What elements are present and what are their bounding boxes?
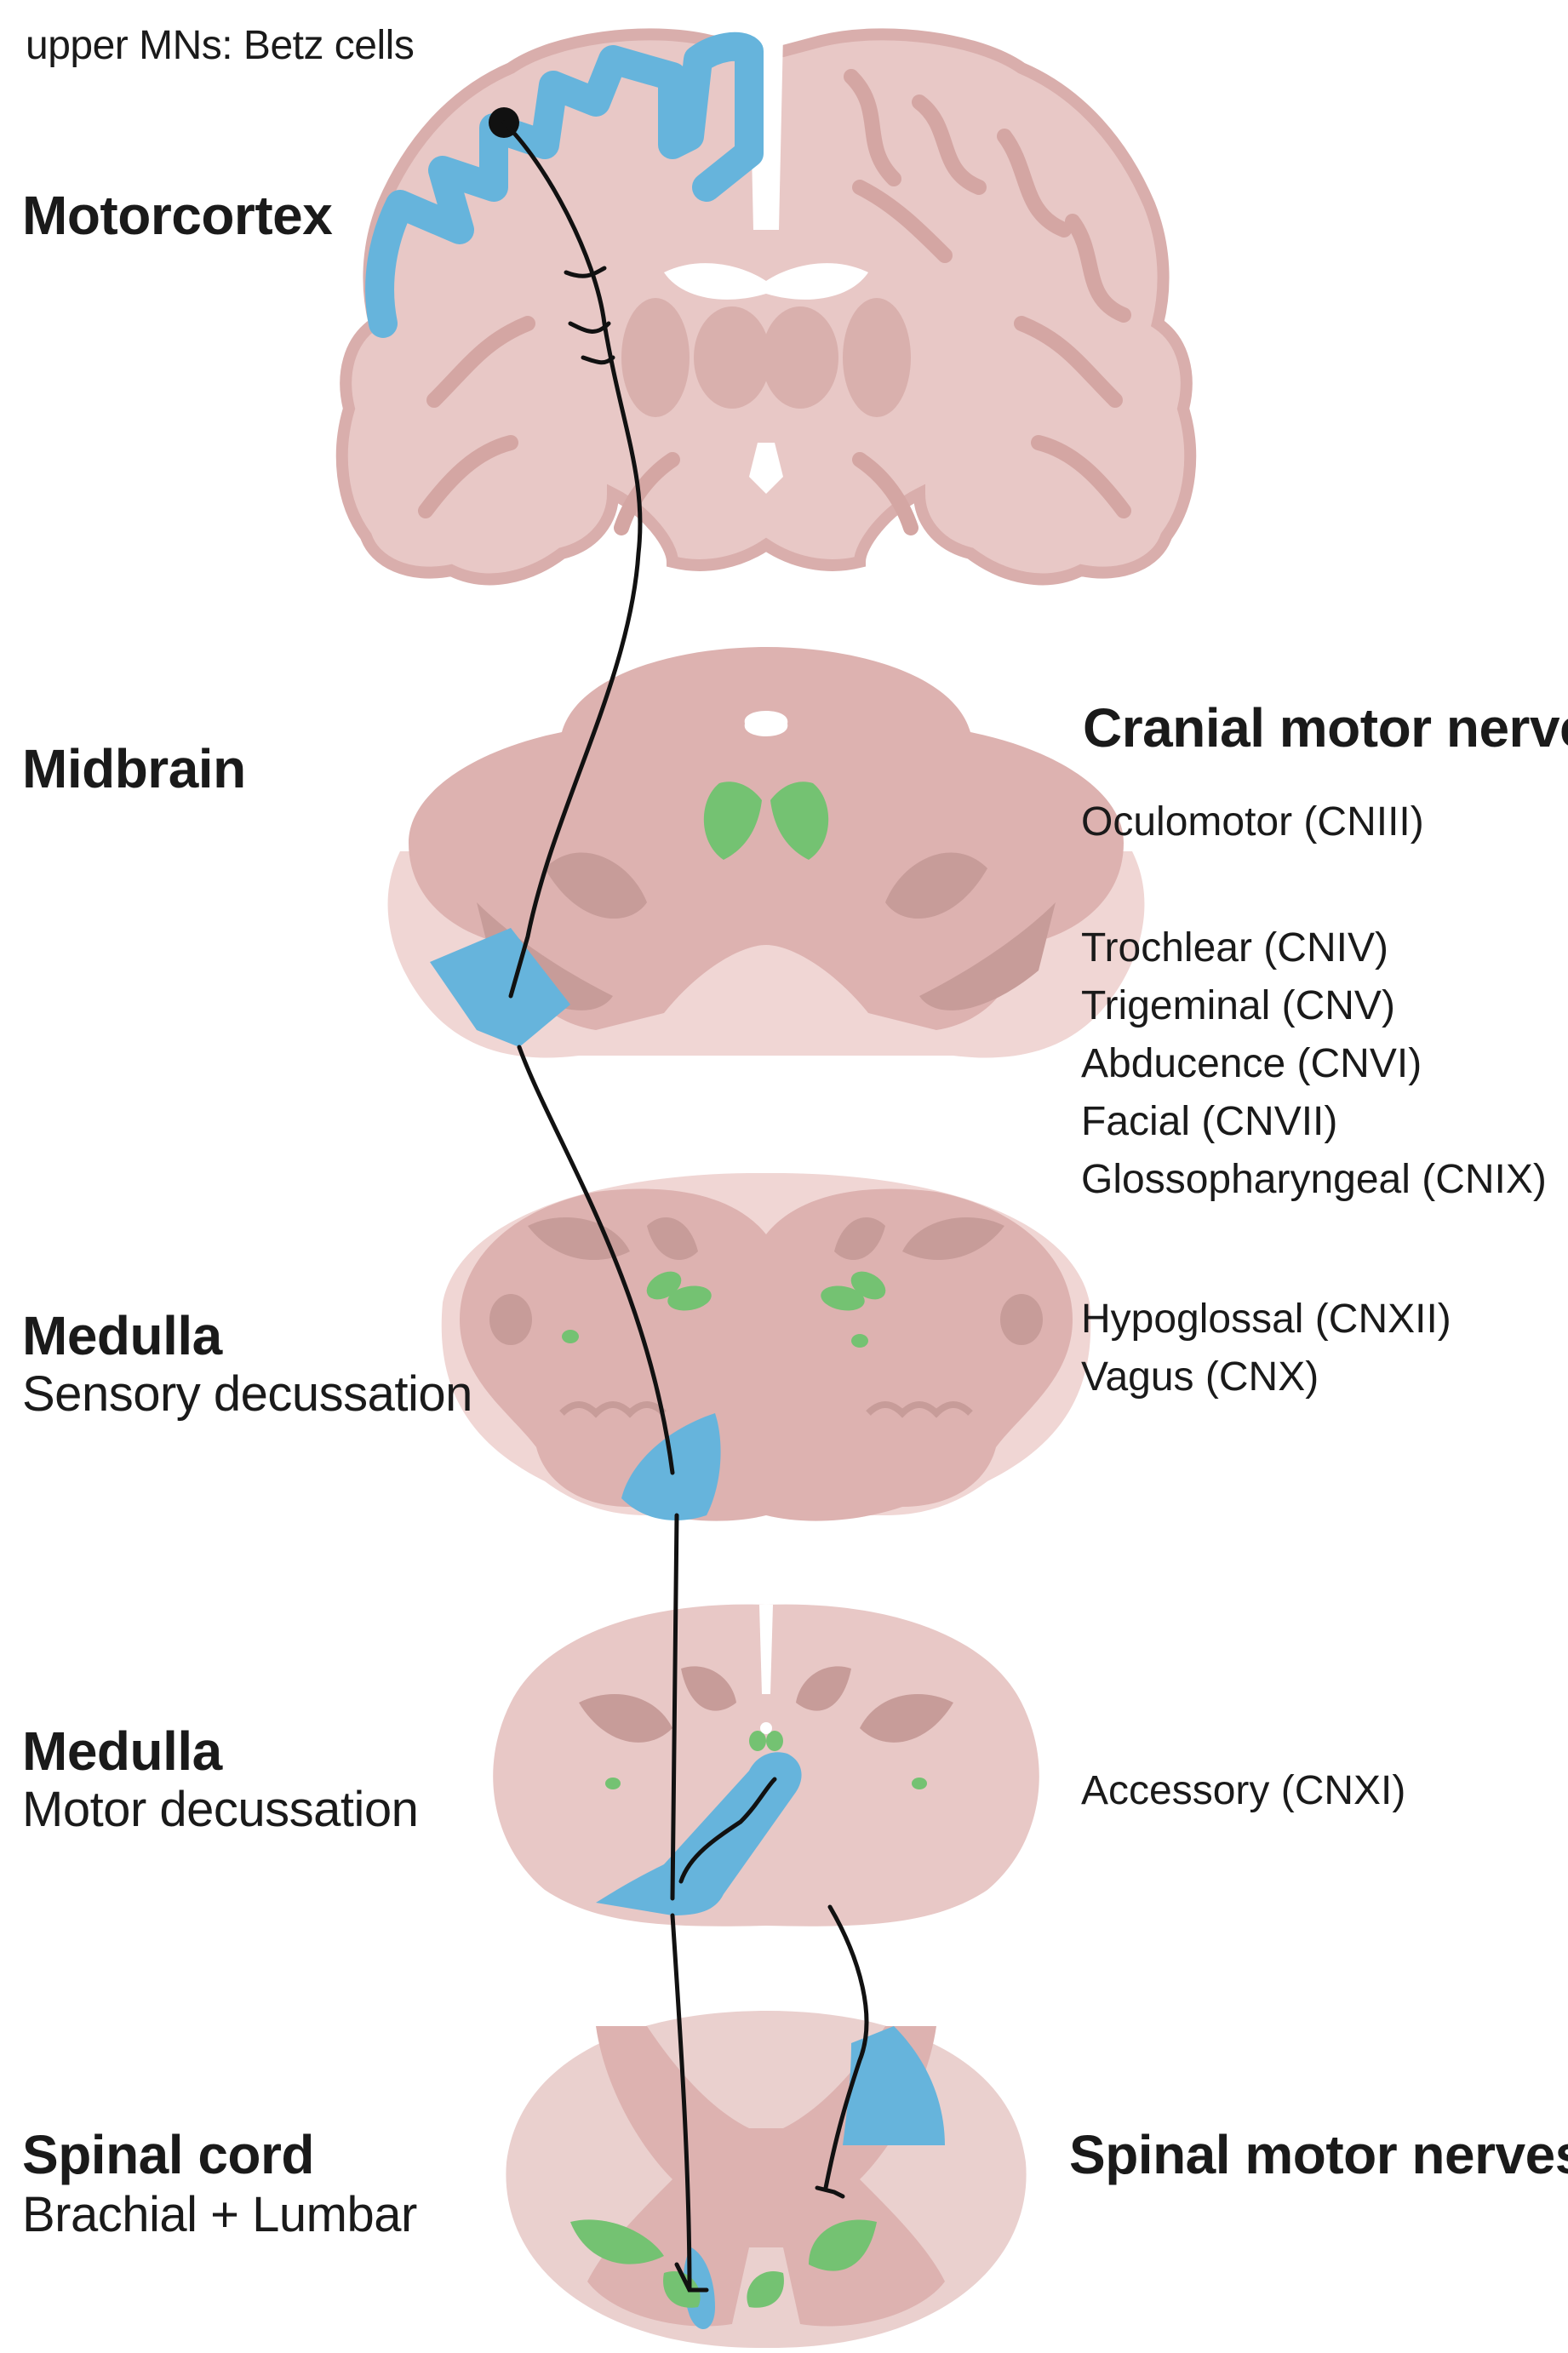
medulla-motor-label: Medulla — [22, 1720, 222, 1782]
nerve-trochlear: Trochlear (CNIV) — [1081, 925, 1388, 970]
upper-mns-label: upper MNs: Betz cells — [26, 23, 415, 68]
medulla-nerve-list: Hypoglossal (CNXII) Vagus (CNX) — [1081, 1291, 1451, 1406]
pathway-midbrain-to-medulla — [517, 1045, 675, 1475]
oculomotor-nucleus — [703, 781, 829, 860]
nerve-abducence: Abducence (CNVI) — [1081, 1041, 1422, 1086]
nerve-oculomotor: Oculomotor (CNIII) — [1081, 799, 1424, 844]
spinal-cord-label: Spinal cord — [22, 2124, 315, 2185]
pathway-lateral-descending — [823, 1904, 869, 2190]
brain-coronal-section — [335, 28, 1197, 586]
lateral-corticospinal-tract — [843, 2026, 945, 2145]
nerve-facial: Facial (CNVII) — [1081, 1099, 1338, 1144]
nerve-hypoglossal: Hypoglossal (CNXII) — [1081, 1297, 1451, 1342]
spinal-cord-section — [506, 2011, 1027, 2349]
cerebral-aqueduct — [744, 711, 788, 736]
motorcortex-label: Motorcortex — [22, 185, 333, 246]
nerve-trigeminal: Trigeminal (CNV) — [1081, 983, 1395, 1028]
decussating-tract — [596, 1752, 802, 1915]
sensory-decussation-label: Sensory decussation — [22, 1366, 472, 1422]
cerebral-peduncle-tract — [430, 928, 570, 1047]
pathway-decussation — [678, 1777, 777, 1884]
midbrain-label: Midbrain — [22, 738, 246, 799]
motor-cortex — [365, 31, 764, 338]
midbrain-section — [387, 647, 1145, 1058]
spinal-motor-nerves-heading: Spinal motor nerves — [1069, 2124, 1568, 2185]
nerve-glossopharyngeal: Glossopharyngeal (CNIX) — [1081, 1157, 1547, 1202]
pathway-anterior-descending — [670, 1913, 692, 2293]
pathway-anterior-branch — [674, 2262, 709, 2293]
third-ventricle — [749, 443, 783, 494]
pathway-cortex-to-midbrain — [501, 120, 643, 999]
pons-nerve-list: Trochlear (CNIV) Trigeminal (CNV) Abduce… — [1081, 919, 1547, 1209]
corticospinal-pathway — [501, 120, 869, 2293]
pathway-medulla-descending — [670, 1513, 679, 1901]
hypoglossal-vagus-nuclei — [562, 1271, 886, 1348]
nerve-accessory: Accessory (CNXI) — [1081, 1768, 1406, 1813]
brachial-lumbar-label: Brachial + Lumbar — [22, 2187, 417, 2242]
nerve-vagus: Vagus (CNX) — [1081, 1354, 1319, 1400]
medulla-motor-section — [493, 1604, 1039, 1926]
accessory-nuclei — [605, 1731, 927, 1789]
medulla-sensory-label: Medulla — [22, 1305, 222, 1366]
motor-decussation-label: Motor decussation — [22, 1782, 419, 1837]
medulla-sensory-outline — [460, 1188, 1073, 1521]
cranial-motor-nerves-heading: Cranial motor nerves — [1083, 697, 1568, 759]
motor-decussation-nerve-list: Accessory (CNXI) — [1081, 1762, 1405, 1820]
midbrain-outline — [409, 647, 1124, 1030]
lateral-ventricles — [664, 263, 868, 300]
medulla-sensory-section — [441, 1173, 1091, 1521]
midbrain-nerve-list: Oculomotor (CNIII) — [1081, 793, 1424, 851]
